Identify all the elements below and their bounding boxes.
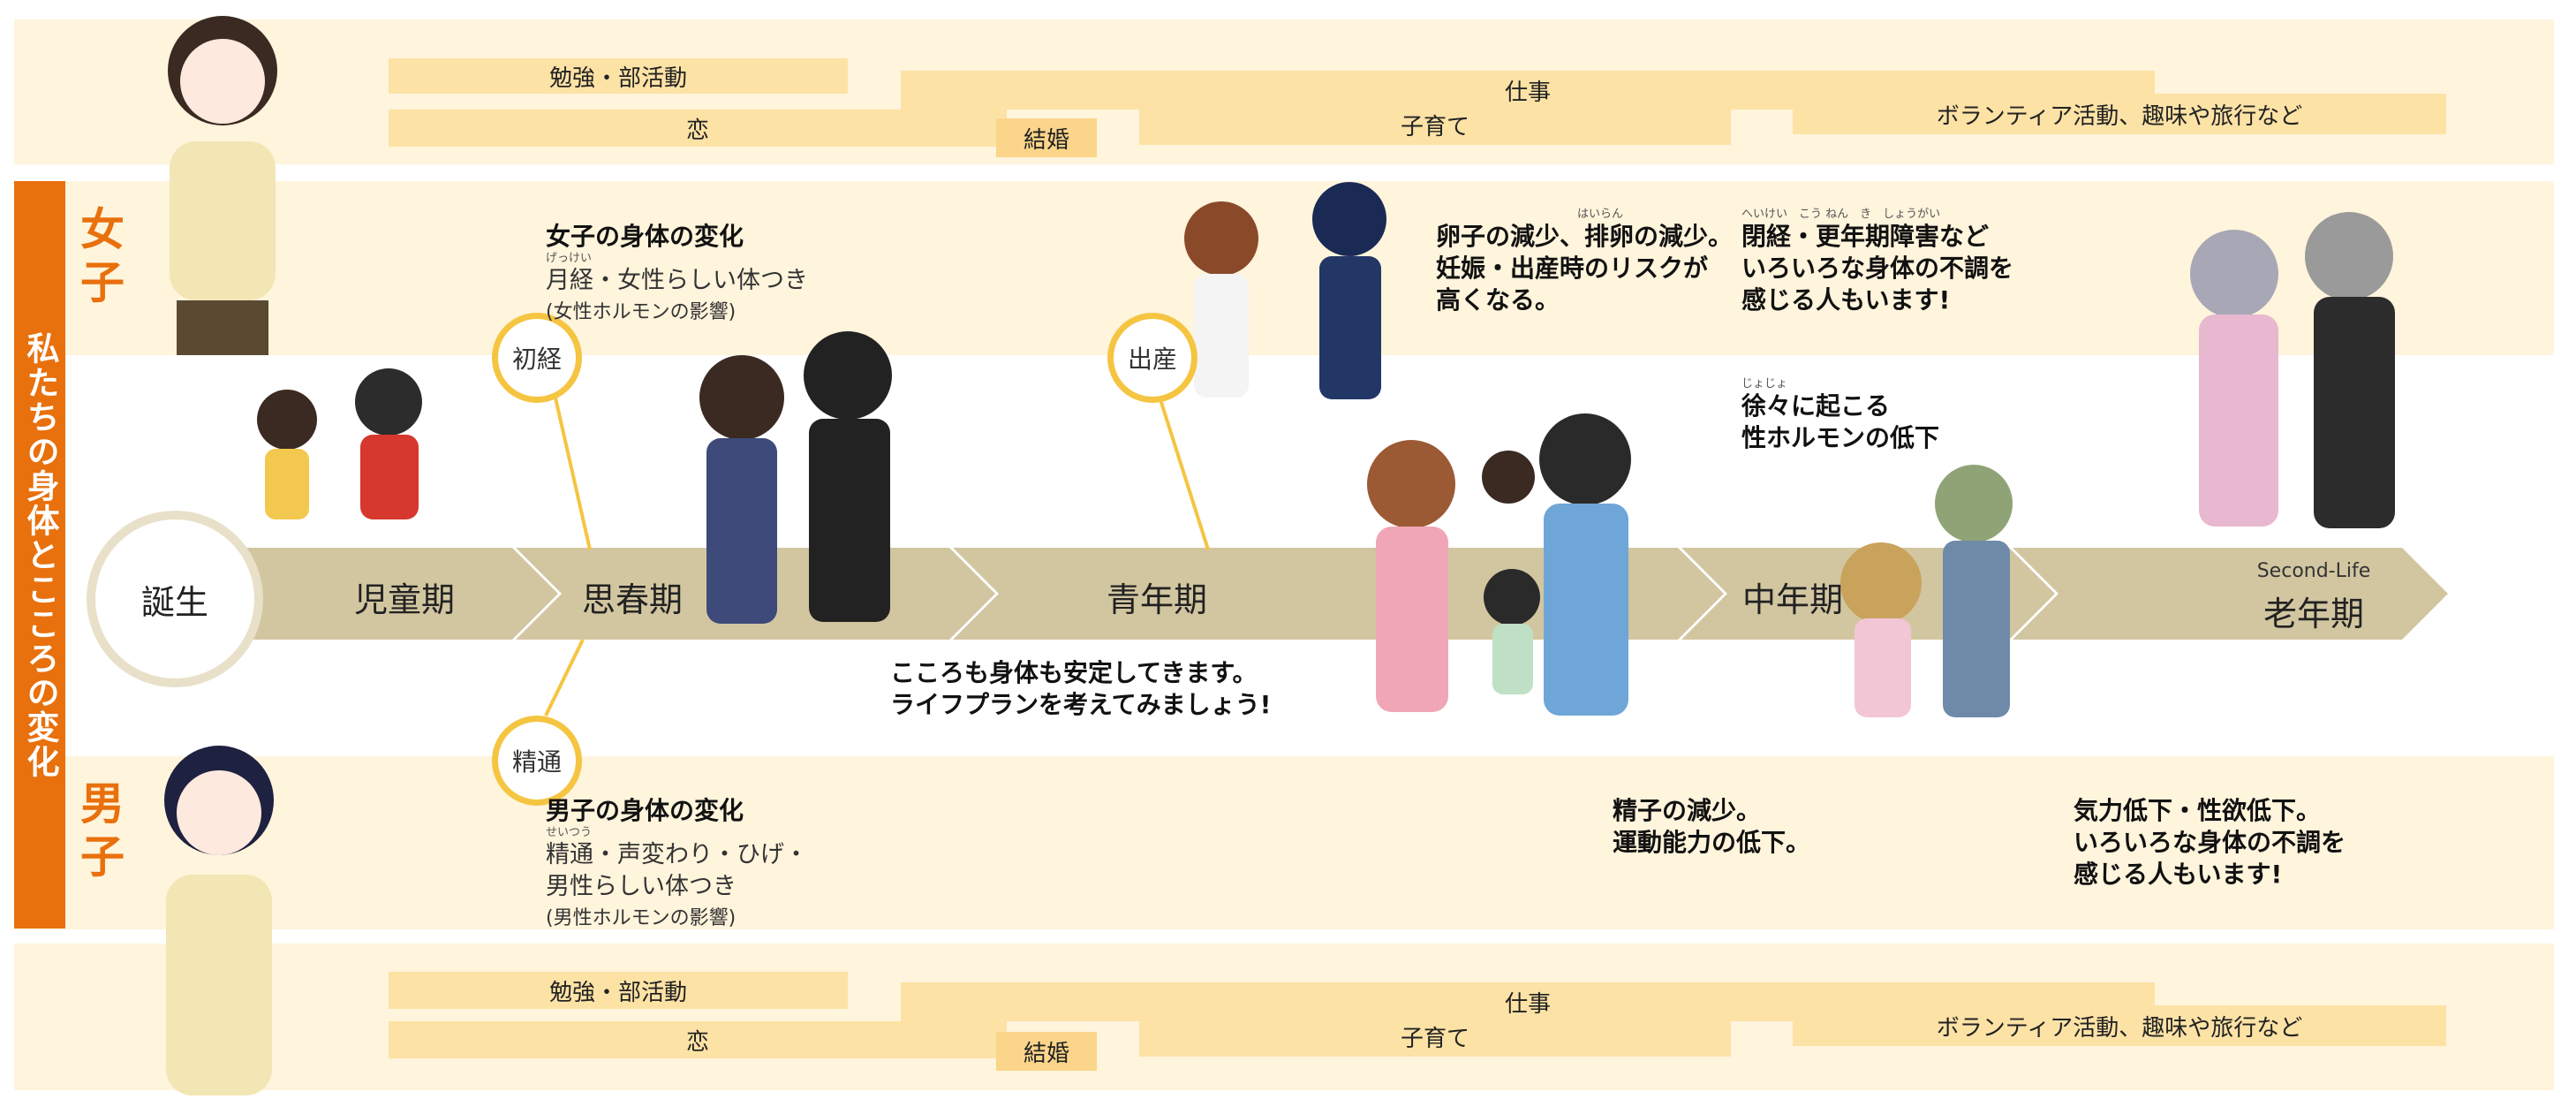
hormone-decline-note: じょじょ 徐々に起こる 性ホルモンの低下 [1741, 378, 2006, 454]
children-running-illustration [257, 368, 422, 519]
male-puberty-ruby: せいつう [546, 826, 593, 839]
activity-study-bar: 勉強・部活動 [389, 58, 848, 94]
girl-student-illustration [168, 16, 277, 355]
menarche-connector [553, 393, 592, 550]
page-title: 私たちの身体とこころの変化 [21, 330, 59, 779]
activity-marriage-bar: 結婚 [996, 118, 1097, 157]
female-puberty-ruby: げっけい [546, 252, 593, 265]
female-youth-note: はいらん 卵子の減少、排卵の減少。 妊娠・出産時のリスクが 高くなる。 [1436, 208, 1771, 316]
first-ejaculation-milestone: 精通 [492, 716, 582, 806]
stage-senior-sub: Second-Life [2256, 560, 2371, 582]
menarche-milestone: 初経 [492, 313, 582, 403]
activity-parenting-bar: 子育て [1139, 1016, 1731, 1057]
male-body-band [14, 756, 2554, 929]
side-title-tab: 私たちの身体とこころの変化 [14, 181, 65, 928]
male-label: 男子 [80, 778, 125, 883]
female-middle-line1: 閉経・更年期障害など [1741, 222, 1990, 251]
activity-volunteer-label: ボランティア活動、趣味や旅行など [1936, 102, 2303, 130]
female-puberty-body: 月経・女性らしい体つき [546, 267, 808, 294]
center-note-line2: ライフプランを考えてみましょう! [890, 690, 1272, 719]
activity-study-label: 勉強・部活動 [548, 979, 687, 1006]
activity-work-label: 仕事 [1504, 79, 1551, 106]
activity-volunteer-bar: ボランティア活動、趣味や旅行など [1793, 1005, 2446, 1046]
male-senior-line1: 気力低下・性欲低下。 [2074, 796, 2322, 825]
activity-love-label: 恋 [685, 1028, 709, 1056]
arrow-segment-child [238, 548, 558, 640]
male-middle-note: 精子の減少。 運動能力の低下。 [1613, 795, 1877, 859]
activity-love-bar: 恋 [389, 110, 1007, 147]
female-puberty-title: 女子の身体の変化 [546, 222, 744, 251]
childbirth-milestone: 出産 [1107, 313, 1197, 403]
birth-label: 誕生 [140, 582, 208, 622]
elderly-couple-illustration [2190, 212, 2395, 528]
male-senior-note: 気力低下・性欲低下。 いろいろな身体の不調を 感じる人もいます! [2074, 795, 2409, 891]
male-puberty-note: 男子の身体の変化 せいつう 精通・声変わり・ひげ・ 男性らしい体つき (男性ホル… [546, 795, 846, 935]
ejaculation-connector [544, 639, 585, 716]
activity-parenting-label: 子育て [1400, 1025, 1469, 1052]
boy-student-illustration [164, 746, 274, 1095]
farming-couple-illustration [1840, 465, 2013, 717]
male-senior-line2: いろいろな身体の不調を [2074, 828, 2346, 857]
female-middle-note: へいけい こう ねん き しょうがい 閉経・更年期障害など いろいろな身体の不調… [1741, 208, 2095, 316]
male-puberty-line2: 男性らしい体つき [546, 873, 737, 900]
center-note-line1: こころも身体も安定してきます。 [890, 658, 1258, 687]
male-puberty-line1: 精通・声変わり・ひげ・ [546, 841, 808, 868]
female-youth-line3: 高くなる。 [1436, 285, 1560, 315]
activity-study-label: 勉強・部活動 [548, 64, 687, 92]
activity-love-bar: 恋 [389, 1021, 1007, 1058]
female-label: 女子 [80, 204, 125, 308]
female-puberty-note: 女子の身体の変化 げっけい 月経・女性らしい体つき (女性ホルモンの影響) [546, 221, 846, 329]
activity-parenting-label: 子育て [1400, 113, 1469, 140]
activity-marriage-label: 結婚 [1023, 126, 1069, 154]
activity-marriage-label: 結婚 [1023, 1040, 1069, 1067]
menarche-label: 初経 [511, 345, 562, 374]
male-puberty-hormone: (男性ホルモンの影響) [546, 907, 737, 929]
activity-study-bar: 勉強・部活動 [389, 972, 848, 1009]
childbirth-connector [1157, 393, 1210, 550]
male-senior-line3: 感じる人もいます! [2074, 860, 2283, 889]
activity-volunteer-bar: ボランティア活動、趣味や旅行など [1793, 94, 2446, 134]
activity-marriage-bar: 結婚 [996, 1032, 1097, 1071]
stage-puberty: 思春期 [581, 580, 683, 619]
center-note: こころも身体も安定してきます。 ライフプランを考えてみましょう! [890, 657, 1385, 721]
female-youth-ruby: はいらん [1577, 208, 1624, 221]
first-ejaculation-label: 精通 [511, 747, 562, 777]
activity-parenting-bar: 子育て [1139, 104, 1731, 145]
arrow-segment-senior [2013, 548, 2448, 640]
hormone-line2: 性ホルモンの低下 [1741, 423, 1940, 452]
female-body-band [14, 181, 2554, 355]
male-puberty-title: 男子の身体の変化 [546, 796, 744, 825]
activity-work-label: 仕事 [1504, 990, 1551, 1018]
female-youth-line1: 卵子の減少、排卵の減少。 [1436, 222, 1734, 251]
female-puberty-hormone: (女性ホルモンの影響) [546, 301, 737, 323]
birth-milestone: 誕生 [87, 511, 263, 687]
male-middle-line2: 運動能力の低下。 [1613, 828, 1811, 857]
male-middle-line1: 精子の減少。 [1613, 796, 1762, 825]
stage-youth: 青年期 [1106, 580, 1207, 619]
stage-middle: 中年期 [1741, 580, 1843, 619]
activity-love-label: 恋 [685, 117, 709, 144]
activity-volunteer-label: ボランティア活動、趣味や旅行など [1936, 1014, 2303, 1042]
hormone-line1: 徐々に起こる [1741, 391, 1891, 421]
childbirth-label: 出産 [1127, 345, 1177, 374]
stage-senior: 老年期 [2262, 595, 2364, 633]
family-illustration [1367, 413, 1631, 716]
nurse-police-illustration [1184, 182, 1386, 399]
female-middle-line2: いろいろな身体の不調を [1741, 254, 2014, 283]
stage-child: 児童期 [353, 580, 455, 619]
female-middle-ruby: へいけい こう ねん き しょうがい [1741, 208, 1941, 221]
hormone-ruby: じょじょ [1741, 377, 1788, 390]
female-middle-line3: 感じる人もいます! [1741, 285, 1951, 315]
teen-couple-illustration [699, 331, 892, 624]
female-youth-line2: 妊娠・出産時のリスクが [1436, 254, 1709, 283]
